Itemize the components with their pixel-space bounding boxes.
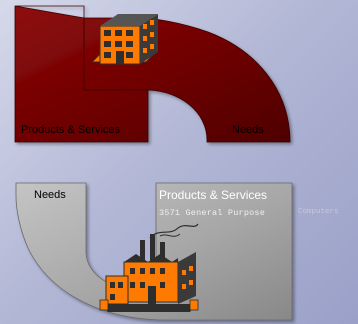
top-right-label: Needs <box>232 124 264 136</box>
top-left-label: Products & Services <box>21 124 121 136</box>
bottom-right-subtitle: 3571 General Purpose <box>159 208 266 218</box>
top-panel-shape <box>14 5 291 143</box>
factory-icon <box>99 223 199 312</box>
bottom-left-label: Needs <box>34 189 66 201</box>
bottom-panel-shape <box>15 182 293 321</box>
bottom-right-title: Products & Services <box>159 188 268 202</box>
bottom-right-subtitle-faded: Computers <box>298 208 339 216</box>
office-building-icon <box>90 14 160 65</box>
